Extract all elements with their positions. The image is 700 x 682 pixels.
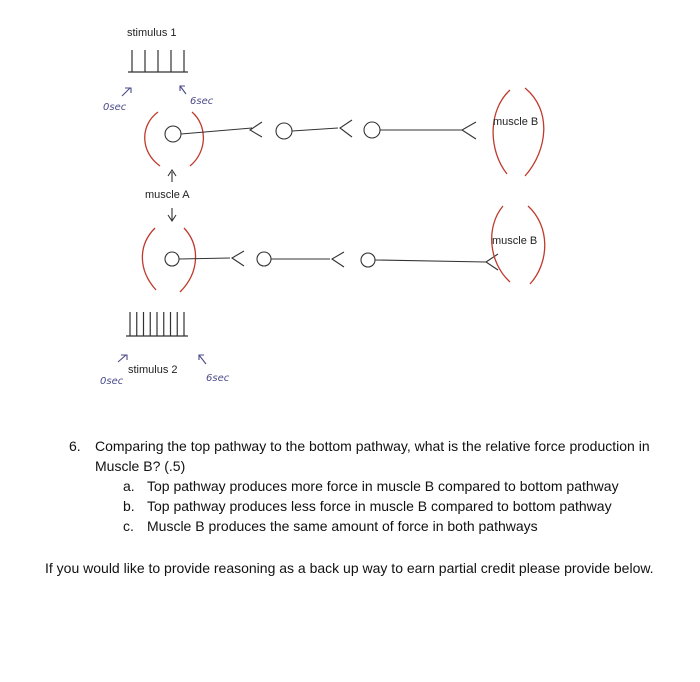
- stimulus-1-pulse-train: [128, 50, 188, 73]
- muscle-b-bottom-right-outline: [527, 205, 546, 285]
- axon-1-bottom: [178, 257, 231, 260]
- axon-2-top: [291, 127, 339, 132]
- synapse-1-bottom: [230, 250, 245, 267]
- muscle-b-top-label: muscle B: [493, 116, 538, 128]
- synapse-2-top: [339, 119, 353, 138]
- neuron-3-soma-top: [363, 121, 381, 139]
- bottom-start-arrow: [117, 354, 128, 363]
- bottom-end-arrow: [198, 354, 207, 365]
- question-text: Comparing the top pathway to the bottom …: [95, 438, 650, 474]
- footer-note: If you would like to provide reasoning a…: [45, 560, 654, 576]
- muscle-b-bottom-label: muscle B: [492, 235, 537, 247]
- synapse-1-top: [248, 121, 263, 138]
- synapse-2-bottom: [330, 251, 345, 268]
- muscle-b-bottom-left-outline: [491, 205, 511, 283]
- muscle-a-bottom-right-outline: [179, 227, 197, 293]
- arrow-up-to-muscle-a: [167, 169, 177, 182]
- option-a: a. Top pathway produces more force in mu…: [123, 476, 695, 496]
- stimulus-2-pulse-train: [126, 312, 188, 337]
- pathway-diagram: stimulus 1 0sec 6sec muscle B muscle A m…: [100, 27, 546, 387]
- neuron-a-soma-bottom: [164, 251, 180, 267]
- axon-1-top: [180, 127, 253, 135]
- option-b-text: Top pathway produces less force in muscl…: [147, 498, 612, 514]
- option-b-letter: b.: [123, 498, 135, 514]
- muscle-b-top-left-outline: [492, 89, 511, 175]
- option-c-text: Muscle B produces the same amount of for…: [147, 518, 538, 534]
- muscle-b-top-right-outline: [524, 87, 545, 177]
- question-row: 6. Comparing the top pathway to the bott…: [45, 436, 695, 476]
- muscle-a-top-right-outline: [189, 111, 204, 167]
- neuron-3-soma-bottom: [360, 252, 376, 268]
- question-block: 6. Comparing the top pathway to the bott…: [45, 436, 695, 578]
- muscle-a-bottom-left-outline: [141, 227, 157, 291]
- top-start-annotation: 0sec: [103, 102, 127, 113]
- muscle-a-top-left-outline: [144, 111, 161, 167]
- top-end-arrow: [179, 85, 187, 95]
- option-c-letter: c.: [123, 518, 134, 534]
- stimulus-2-label: stimulus 2: [128, 364, 178, 376]
- option-c: c. Muscle B produces the same amount of …: [123, 516, 695, 536]
- neuron-2-soma-top: [275, 122, 293, 140]
- axon-3-bottom: [374, 259, 487, 263]
- bottom-end-annotation: 6sec: [206, 373, 230, 384]
- arrow-down-to-muscle-a: [167, 208, 177, 222]
- stimulus-1-label: stimulus 1: [127, 27, 177, 39]
- question-number: 6.: [69, 438, 81, 454]
- top-end-annotation: 6sec: [190, 96, 214, 107]
- option-b: b. Top pathway produces less force in mu…: [123, 496, 695, 516]
- synapse-3-top: [460, 121, 477, 140]
- bottom-start-annotation: 0sec: [100, 376, 124, 387]
- option-a-text: Top pathway produces more force in muscl…: [147, 478, 619, 494]
- option-a-letter: a.: [123, 478, 135, 494]
- neuron-a-soma-top: [164, 125, 182, 143]
- neuron-2-soma-bottom: [256, 251, 272, 267]
- muscle-a-label: muscle A: [145, 189, 190, 201]
- top-start-arrow: [121, 87, 132, 97]
